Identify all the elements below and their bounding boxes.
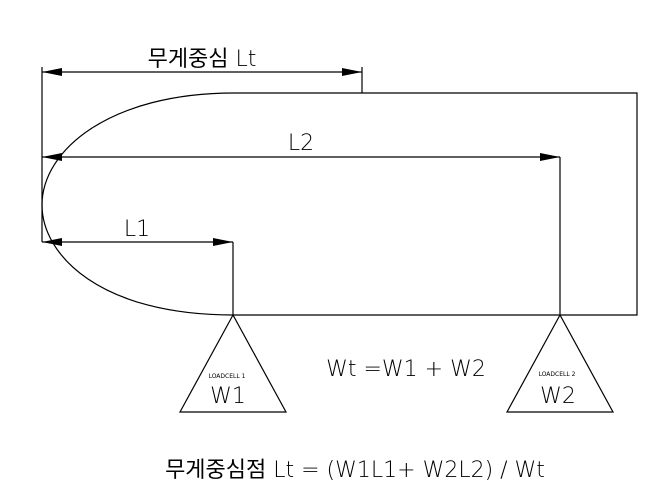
l1-dimension: L1 <box>42 217 234 315</box>
loadcell-2-triangle <box>505 313 615 413</box>
l1-arrow-left <box>42 238 62 246</box>
l1-label: L1 <box>124 217 150 242</box>
loadcell-2-caption: LOADCELL 2 <box>539 371 576 378</box>
l2-arrow-right <box>540 153 560 161</box>
l2-arrow-left <box>42 153 62 161</box>
loadcell-1-weight: W1 <box>210 384 246 409</box>
lt-label: 무게중심 Lt <box>148 47 257 72</box>
center-of-gravity-formula: 무게중심점 Lt = (W1L1+ W2L2) / Wt <box>165 458 545 483</box>
loadcell-2: LOADCELL 2 W2 <box>505 313 615 413</box>
total-weight-equation: Wt =W1 + W2 <box>326 357 486 382</box>
loadcell-1: LOADCELL 1 W1 <box>178 313 288 413</box>
lt-arrow-right <box>342 68 362 76</box>
loadcell-1-caption: LOADCELL 1 <box>209 373 246 380</box>
lt-arrow-left <box>42 68 62 76</box>
loadcell-1-triangle <box>178 313 288 413</box>
l2-label: L2 <box>288 131 314 156</box>
l2-dimension: L2 <box>42 131 561 315</box>
body-outline <box>41 92 638 316</box>
loadcell-2-weight: W2 <box>540 384 576 409</box>
l1-arrow-right <box>213 238 233 246</box>
lt-dimension: 무게중심 Lt <box>41 47 363 242</box>
